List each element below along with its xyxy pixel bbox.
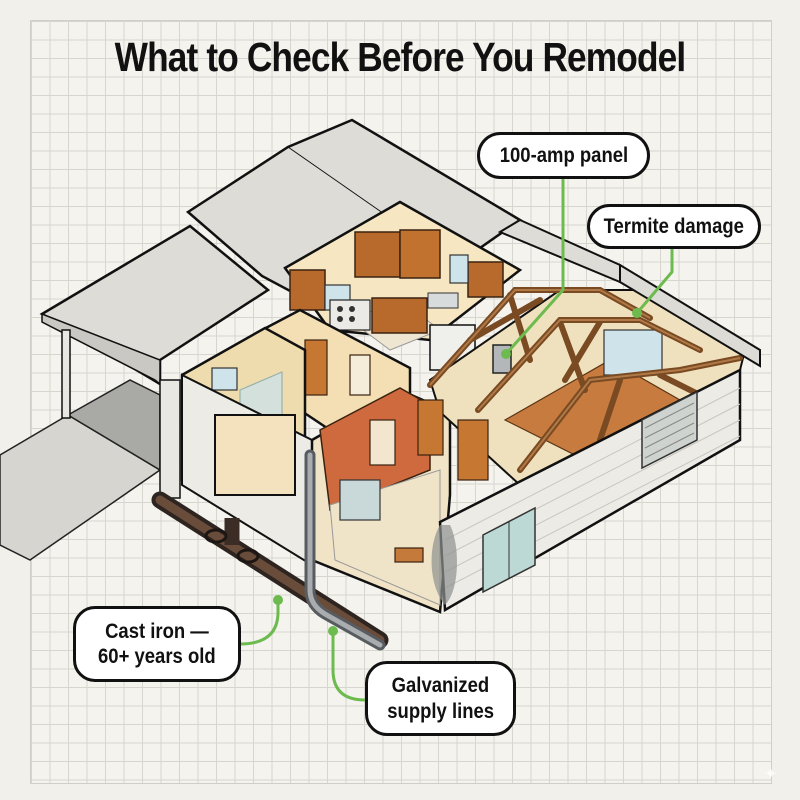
callout-text: 100-amp panel — [499, 143, 628, 167]
door — [349, 354, 371, 396]
exterior-wall-left — [181, 373, 313, 567]
marker-panel — [501, 349, 511, 359]
dining-room — [310, 387, 452, 614]
termite-mud-tube — [431, 525, 457, 605]
leader-lines — [239, 178, 674, 702]
cast-iron-drain-pipe — [151, 491, 389, 649]
galvanized-supply-pipe — [304, 449, 386, 651]
bedroom-window — [603, 329, 663, 376]
jalousie-window — [641, 390, 698, 470]
sparkle-watermark-icon: ✦ — [764, 766, 778, 783]
leader-galvanized — [331, 631, 366, 702]
closet-door — [457, 419, 489, 481]
doorway — [369, 419, 396, 466]
upper-cabinet — [467, 261, 504, 298]
leader-termite — [635, 248, 674, 314]
dining-chair — [394, 547, 424, 563]
truss-highlights — [429, 289, 741, 471]
marker-termite — [632, 308, 642, 318]
kitchen-window — [449, 254, 469, 284]
callout-100-amp-panel: 100-amp panel — [477, 132, 650, 179]
interior-window — [339, 479, 381, 521]
marker-galvanized — [328, 626, 338, 636]
carport-post — [61, 329, 71, 419]
wall-cutout — [214, 414, 296, 496]
callout-text: Termite damage — [603, 214, 745, 238]
callout-line: supply lines — [387, 699, 494, 723]
exterior-wall-right — [431, 367, 742, 613]
callout-line: Galvanized — [391, 674, 490, 698]
sink — [427, 292, 459, 309]
upper-cabinet — [354, 231, 401, 278]
page-title: What to Check Before You Remodel — [114, 34, 687, 80]
leader-panel — [504, 178, 565, 355]
upper-cabinet — [399, 229, 441, 279]
callout-termite-damage: Termite damage — [587, 204, 761, 249]
callout-line: 60+ years old — [98, 645, 216, 668]
carport-roof — [39, 224, 271, 499]
callout-galvanized-supply-lines: Galvanized supply lines — [365, 661, 516, 736]
driveway — [0, 379, 162, 561]
bathroom-window — [211, 367, 238, 391]
callout-cast-iron: Cast iron — 60+ years old — [73, 606, 241, 682]
leader-cast-iron — [239, 600, 280, 646]
door — [304, 339, 328, 396]
lower-cabinet — [371, 297, 428, 334]
marker-cast-iron — [273, 595, 283, 605]
stove — [329, 299, 371, 331]
callout-line: Cast iron — — [105, 619, 209, 643]
bedroom-door — [417, 399, 444, 456]
upper-cabinet — [289, 269, 326, 311]
